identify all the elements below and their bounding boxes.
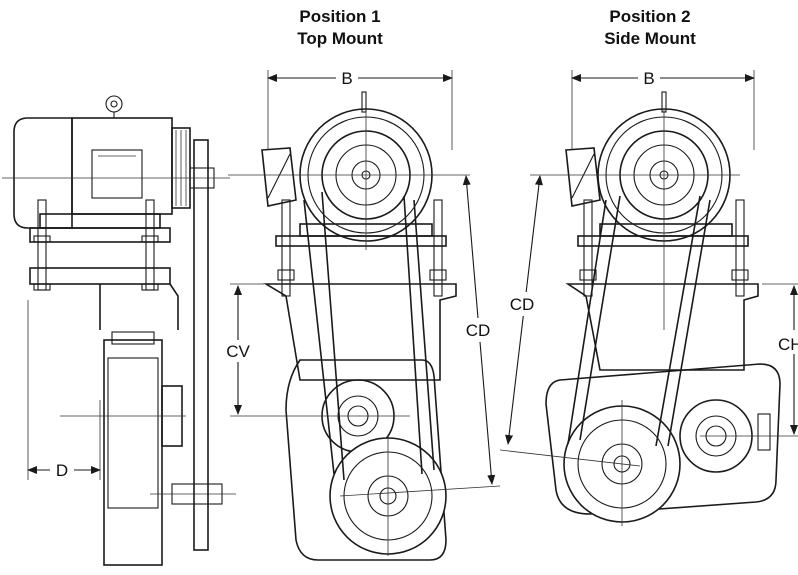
dimension-cv-label: CV — [226, 342, 250, 361]
position-2-label: Position 2 — [609, 7, 691, 26]
position-1-mount: Top Mount — [297, 29, 383, 48]
position-2-mount: Side Mount — [604, 29, 696, 48]
dimension-d-label: D — [56, 461, 68, 480]
dimension-cd-label-1: CD — [466, 321, 491, 340]
dimension-b-label: B — [341, 69, 352, 88]
position-2-drawing: B — [499, 66, 798, 526]
side-view: D — [2, 95, 236, 566]
dimension-ch-label: CH — [778, 335, 798, 354]
position-1-label: Position 1 — [299, 7, 381, 26]
dimension-b-label-2: B — [643, 69, 654, 88]
dimension-cd-label-2: CD — [510, 295, 535, 314]
position-1-title: Position 1 Top Mount — [250, 6, 430, 50]
position-1-drawing: B — [222, 66, 501, 561]
position-2-title: Position 2 Side Mount — [560, 6, 740, 50]
